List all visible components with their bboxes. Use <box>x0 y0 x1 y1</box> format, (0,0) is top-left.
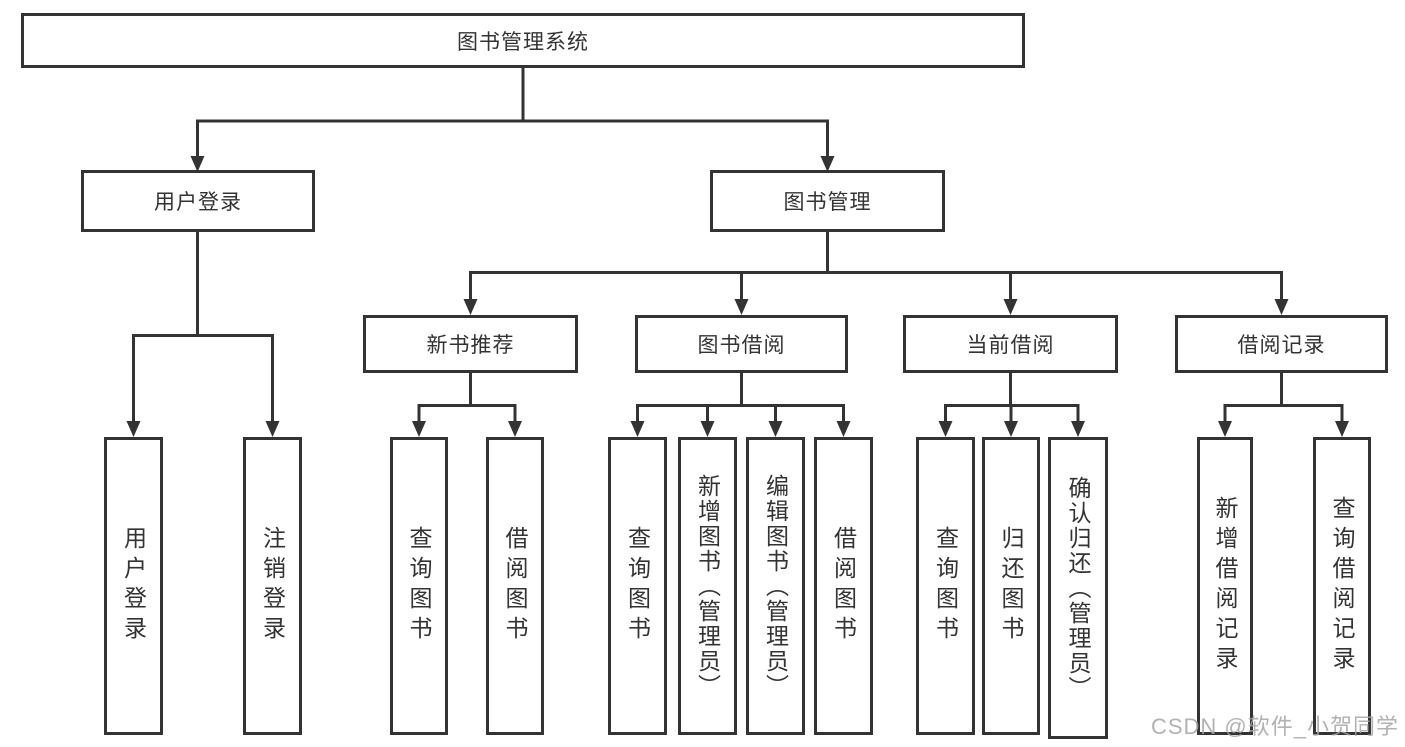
edge-bookmgmt-to-level3 <box>469 232 1283 303</box>
leaf-logout-label: 注销登录 <box>259 526 286 646</box>
leaf-user-login: 用户登录 <box>104 437 163 735</box>
node-book-borrow: 图书借阅 <box>635 315 848 373</box>
edge-borrowrecord-to-children <box>1223 373 1344 425</box>
leaf-user-login-label: 用户登录 <box>120 526 147 646</box>
edge-currentborrow-to-children <box>944 373 1080 425</box>
leaf-borrow-book-label: 借阅图书 <box>830 526 857 646</box>
leaf-record-add-label: 新增借阅记录 <box>1212 496 1238 676</box>
leaf-borrow-add-admin-label: 新增图书（管理员） <box>694 473 721 699</box>
node-borrow-record-label: 借阅记录 <box>1237 334 1326 357</box>
leaf-record-query-label: 查询借阅记录 <box>1329 496 1355 676</box>
leaf-borrow-query-label: 查询图书 <box>624 526 651 646</box>
node-user-login: 用户登录 <box>81 170 315 232</box>
node-current-borrow: 当前借阅 <box>903 315 1118 373</box>
leaf-borrow-add-admin: 新增图书（管理员） <box>678 437 737 735</box>
node-borrow-record: 借阅记录 <box>1175 315 1388 373</box>
leaf-logout: 注销登录 <box>243 437 302 735</box>
leaf-newbook-query: 查询图书 <box>390 437 448 735</box>
node-new-book-label: 新书推荐 <box>426 334 515 357</box>
node-current-borrow-label: 当前借阅 <box>966 334 1055 357</box>
leaf-record-add: 新增借阅记录 <box>1197 437 1253 735</box>
leaf-borrow-edit-admin-label: 编辑图书（管理员） <box>762 473 789 699</box>
leaf-borrow-query: 查询图书 <box>608 437 667 735</box>
leaf-newbook-borrow: 借阅图书 <box>486 437 544 735</box>
node-book-mgmt-label: 图书管理 <box>783 191 872 214</box>
edge-newbook-to-children <box>417 373 517 425</box>
edge-userlogin-to-children <box>132 232 274 425</box>
leaf-current-return: 归还图书 <box>982 437 1040 735</box>
node-book-mgmt: 图书管理 <box>710 170 945 232</box>
node-root: 图书管理系统 <box>21 13 1025 68</box>
leaf-current-query-label: 查询图书 <box>932 526 959 646</box>
leaf-current-query: 查询图书 <box>916 437 975 735</box>
arrowheads <box>126 156 1349 437</box>
csdn-watermark: CSDN @软件_小贺同学 <box>1150 714 1399 739</box>
leaf-current-confirm-admin: 确认归还（管理员） <box>1048 437 1108 739</box>
leaf-newbook-query-label: 查询图书 <box>406 526 432 646</box>
leaf-borrow-book: 借阅图书 <box>814 437 873 735</box>
leaf-record-query: 查询借阅记录 <box>1313 437 1371 735</box>
edge-bookborrow-to-children <box>636 373 845 425</box>
node-root-label: 图书管理系统 <box>457 30 589 54</box>
leaf-borrow-edit-admin: 编辑图书（管理员） <box>746 437 805 735</box>
leaf-current-return-label: 归还图书 <box>998 526 1024 646</box>
node-new-book: 新书推荐 <box>363 315 578 373</box>
leaf-newbook-borrow-label: 借阅图书 <box>502 526 528 646</box>
edge-root-to-level2 <box>196 68 829 160</box>
node-user-login-label: 用户登录 <box>154 191 242 214</box>
node-book-borrow-label: 图书借阅 <box>697 334 786 357</box>
leaf-current-confirm-admin-label: 确认归还（管理员） <box>1065 475 1091 701</box>
